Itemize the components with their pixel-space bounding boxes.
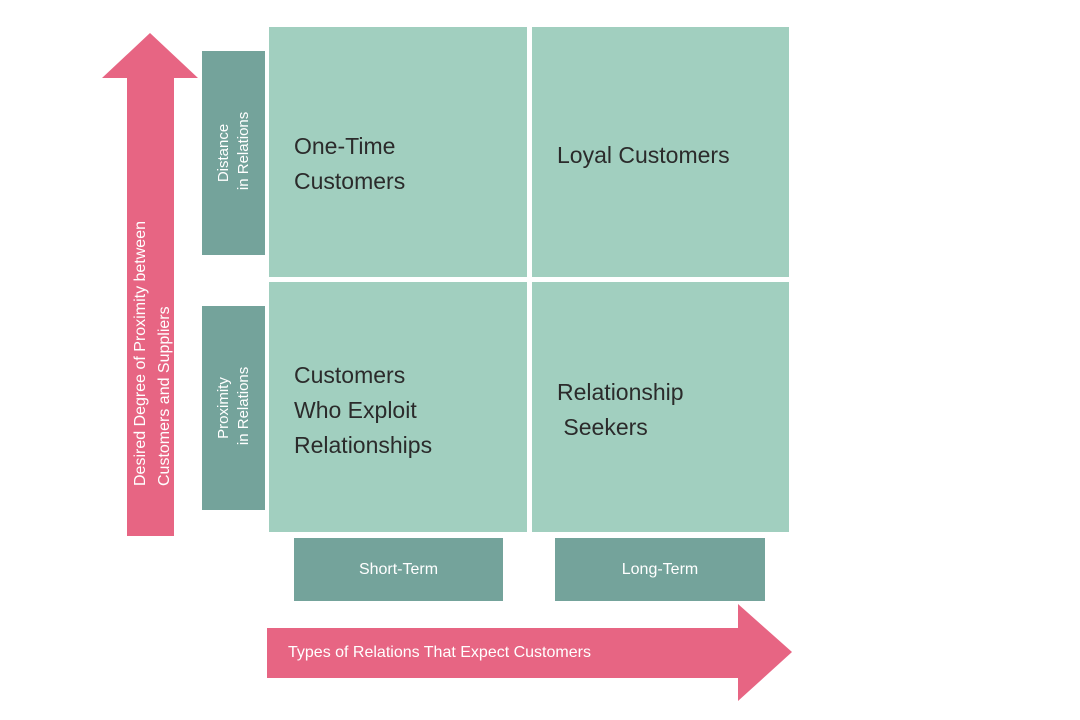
y-level-distance-label: Distance in Relations — [214, 111, 252, 191]
x-level-long-term: Long-Term — [555, 538, 765, 601]
y-level-distance: Distance in Relations — [202, 51, 265, 255]
x-level-short-term: Short-Term — [294, 538, 503, 601]
quadrant-bottom-right: Relationship Seekers — [532, 282, 789, 532]
quadrant-top-left-label: One-Time Customers — [294, 133, 406, 194]
quadrant-top-left: One-Time Customers — [269, 27, 527, 277]
y-level-proximity-label: Proximity in Relations — [214, 366, 252, 446]
vertical-axis-title: Desired Degree of Proximity between Cust… — [132, 220, 173, 486]
quadrant-top-right: Loyal Customers — [532, 27, 789, 277]
quadrant-bottom-left-label: Customers Who Exploit Relationships — [294, 362, 433, 458]
quadrant-top-right-label: Loyal Customers — [557, 142, 730, 168]
quadrant-bottom-left: Customers Who Exploit Relationships — [269, 282, 527, 532]
horizontal-axis-title: Types of Relations That Expect Customers — [288, 644, 591, 661]
y-level-proximity: Proximity in Relations — [202, 306, 265, 510]
horizontal-axis-arrow — [267, 604, 792, 701]
vertical-axis-arrow — [102, 33, 198, 536]
quadrant-bottom-right-label: Relationship Seekers — [557, 379, 684, 440]
